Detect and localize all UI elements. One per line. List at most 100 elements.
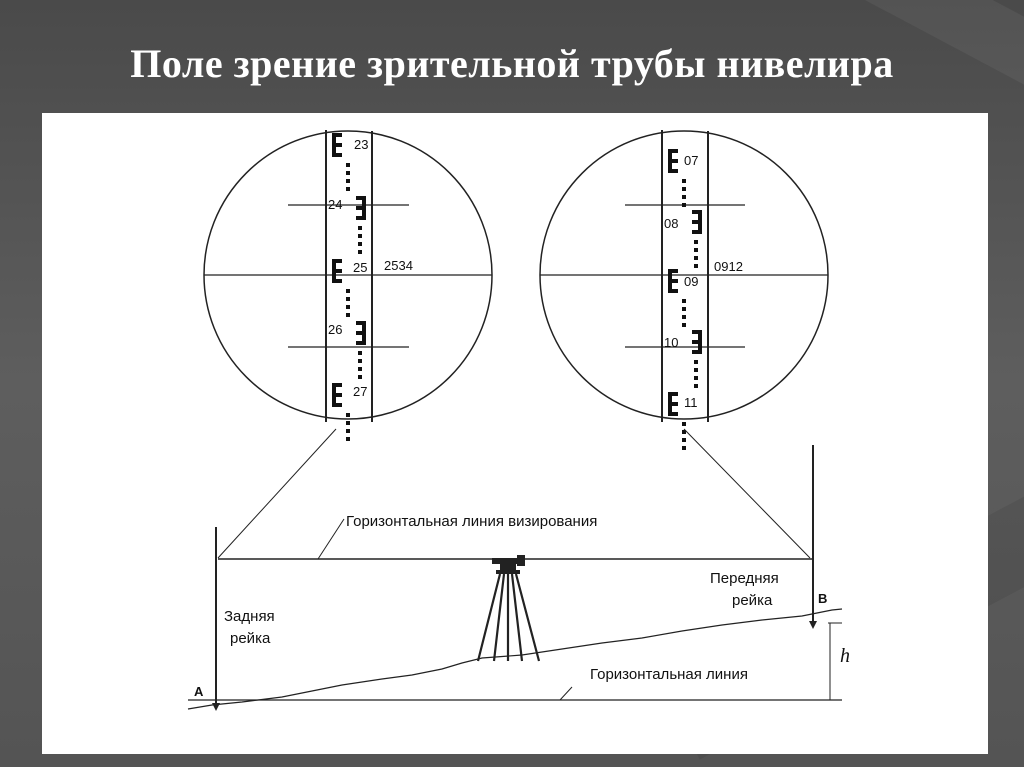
point-b-label: В: [818, 591, 827, 606]
left-eyepiece-view: 23 24 25 26 27 2534: [203, 130, 493, 441]
staff-graduation-mark: [682, 422, 686, 426]
staff-graduation-mark: [346, 421, 350, 425]
left-reading: 2534: [384, 258, 413, 273]
staff-graduation-mark: [682, 203, 686, 207]
staff-graduation-mark: [346, 429, 350, 433]
staff-graduation-mark: [332, 403, 342, 407]
staff-graduation-mark: [346, 187, 350, 191]
staff-graduation-mark: [332, 133, 342, 137]
right-eyepiece-view: 07 08 09 10 11 0912: [539, 130, 829, 450]
front-staff-label: рейка: [732, 592, 773, 609]
staff-graduation-mark: [332, 259, 342, 263]
right-connector-line: [683, 428, 811, 559]
staff-graduation-mark: [692, 330, 702, 334]
staff-graduation-mark: [668, 279, 678, 283]
staff-graduation-mark: [682, 446, 686, 450]
staff-graduation-mark: [356, 321, 366, 325]
left-connector-line: [217, 428, 337, 559]
height-label: h: [840, 645, 850, 667]
staff-graduation-mark: [694, 376, 698, 380]
staff-number: 25: [353, 260, 367, 275]
staff-graduation-mark: [694, 384, 698, 388]
staff-graduation-mark: [668, 402, 678, 406]
staff-graduation-mark: [346, 297, 350, 301]
level-body: [500, 564, 516, 570]
level-eyepiece: [517, 555, 525, 566]
staff-graduation-mark: [358, 242, 362, 246]
front-staff-foot: [809, 621, 817, 629]
ground-profile: [187, 608, 843, 710]
staff-graduation-mark: [332, 279, 342, 283]
staff-number: 11: [684, 395, 698, 410]
staff-graduation-mark: [358, 226, 362, 230]
staff-graduation-mark: [692, 210, 702, 214]
level-instrument: [476, 555, 541, 662]
staff-graduation-mark: [358, 250, 362, 254]
right-staff: 07 08 09 10 11: [661, 130, 709, 450]
staff-graduation-mark: [682, 195, 686, 199]
staff-graduation-mark: [668, 159, 678, 163]
staff-graduation-mark: [346, 413, 350, 417]
staff-graduation-mark: [346, 171, 350, 175]
staff-graduation-mark: [358, 359, 362, 363]
staff-graduation-mark: [692, 230, 702, 234]
staff-graduation-mark: [668, 289, 678, 293]
staff-graduation-mark: [692, 340, 702, 344]
staff-graduation-mark: [346, 289, 350, 293]
staff-graduation-mark: [356, 331, 366, 335]
staff-number: 23: [354, 137, 368, 152]
staff-graduation-mark: [682, 187, 686, 191]
back-staff-label: рейка: [230, 630, 271, 647]
staff-graduation-mark: [694, 248, 698, 252]
staff-graduation-mark: [668, 392, 678, 396]
right-reading: 0912: [714, 259, 743, 274]
staff-graduation-mark: [682, 323, 686, 327]
staff-number: 07: [684, 153, 698, 168]
back-staff-label: Задняя: [224, 608, 275, 625]
tripod-legs: [476, 573, 541, 662]
slide-title: Поле зрение зрительной трубы нивелира: [130, 41, 894, 86]
staff-graduation-mark: [346, 305, 350, 309]
staff-graduation-mark: [332, 383, 342, 387]
staff-graduation-mark: [682, 299, 686, 303]
staff-graduation-mark: [332, 269, 342, 273]
diagram-panel: 23 24 25 26 27 2534 07 08 09 10 11 0912 …: [42, 113, 988, 754]
staff-graduation-mark: [668, 269, 678, 273]
staff-graduation-mark: [358, 375, 362, 379]
leveling-diagram: 23 24 25 26 27 2534 07 08 09 10 11 0912 …: [187, 130, 850, 711]
staff-number: 10: [664, 335, 678, 350]
staff-number: 26: [328, 322, 342, 337]
staff-graduation-mark: [332, 153, 342, 157]
staff-graduation-mark: [694, 264, 698, 268]
staff-graduation-mark: [356, 216, 366, 220]
staff-graduation-mark: [358, 367, 362, 371]
staff-graduation-mark: [668, 169, 678, 173]
staff-graduation-mark: [694, 256, 698, 260]
sight-line-label: Горизонтальная линия визирования: [346, 513, 597, 530]
level-telescope: [492, 558, 522, 564]
staff-graduation-mark: [668, 149, 678, 153]
staff-graduation-mark: [682, 315, 686, 319]
staff-graduation-mark: [332, 143, 342, 147]
staff-graduation-mark: [668, 412, 678, 416]
staff-graduation-mark: [356, 206, 366, 210]
staff-graduation-mark: [692, 220, 702, 224]
staff-graduation-mark: [694, 368, 698, 372]
staff-graduation-mark: [346, 313, 350, 317]
staff-graduation-mark: [692, 350, 702, 354]
staff-graduation-mark: [694, 360, 698, 364]
staff-graduation-mark: [346, 179, 350, 183]
staff-number: 24: [328, 197, 342, 212]
staff-graduation-mark: [694, 240, 698, 244]
staff-graduation-mark: [356, 341, 366, 345]
left-staff: 23 24 25 26 27: [325, 130, 373, 441]
staff-graduation-mark: [682, 438, 686, 442]
staff-graduation-mark: [682, 179, 686, 183]
sight-line-leader: [317, 518, 345, 560]
front-staff-label: Передняя: [710, 570, 779, 587]
tripod-head: [496, 570, 520, 574]
staff-graduation-mark: [346, 163, 350, 167]
horizontal-line-label: Горизонтальная линия: [590, 666, 748, 683]
staff-graduation-mark: [358, 234, 362, 238]
staff-graduation-mark: [332, 393, 342, 397]
